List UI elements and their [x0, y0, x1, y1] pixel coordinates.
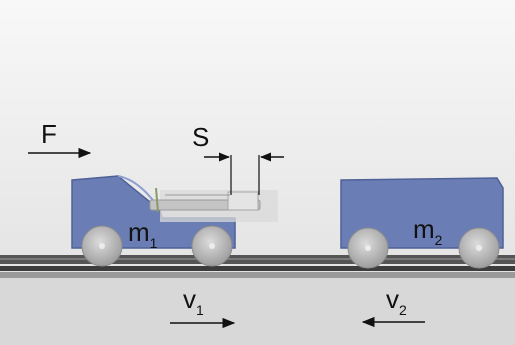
velocity-1-label: v1 — [183, 284, 204, 318]
floor — [0, 278, 515, 345]
cart-1 — [71, 175, 278, 267]
mass-1-label: m1 — [128, 217, 158, 251]
cart-2 — [340, 177, 504, 269]
mass-2-label: m2 — [413, 214, 443, 248]
spring-mechanism — [149, 187, 278, 222]
velocity-2-label: v2 — [386, 284, 407, 318]
spring-gap-label: S — [192, 122, 209, 152]
force-label: F — [41, 119, 57, 149]
rail-track — [0, 255, 515, 278]
spring-gap-dimension — [204, 152, 284, 195]
